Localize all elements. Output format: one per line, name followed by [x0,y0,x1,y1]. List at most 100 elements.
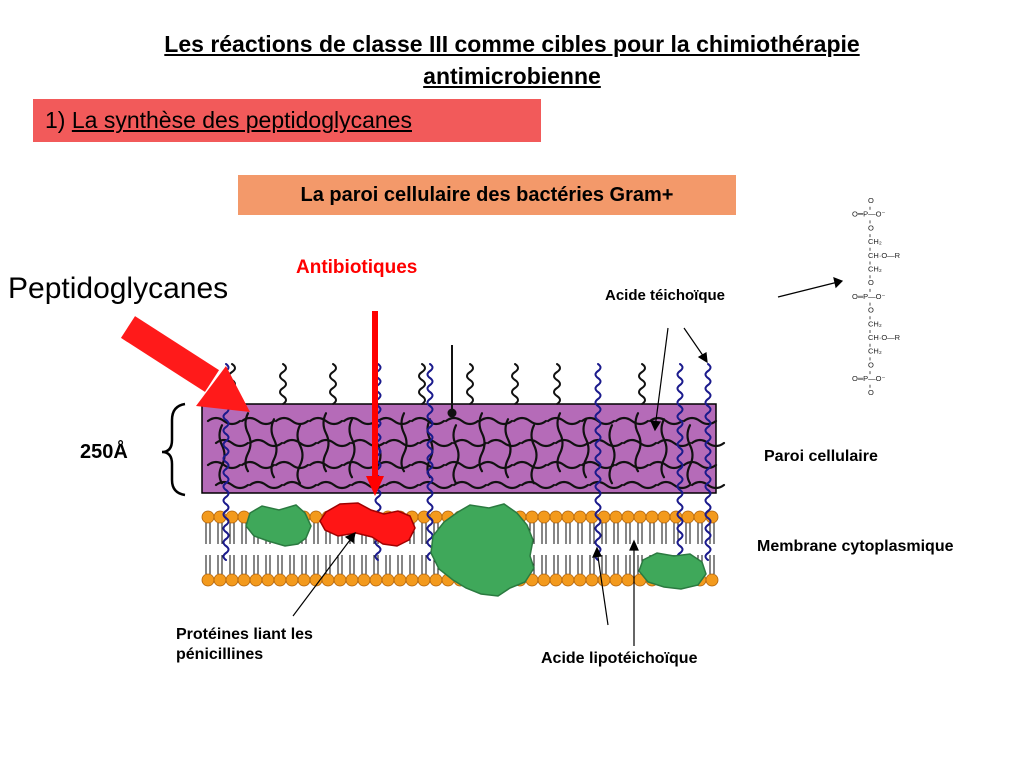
lipid-head [549,573,563,587]
lipid-head [597,573,611,587]
lipid-head [609,573,623,587]
lipid-head [537,510,551,524]
slide-title: Les réactions de classe III comme cibles… [60,28,964,92]
lipid-head [657,510,671,524]
membrane-label: Membrane cytoplasmique [757,538,954,555]
pbp-label: Protéines liant les pénicillines [176,625,313,665]
formula-ch2: CH₂ [868,347,882,356]
teichoic-strand [704,363,712,561]
title-line-1: Les réactions de classe III comme cibles… [164,31,860,57]
teichoic-acid-formula: OO═P—O⁻OCH₂CH·O—RCH₂OO═P—O⁻OCH₂CH·O—RCH₂… [852,196,901,397]
formula-o: O [868,196,874,205]
section-heading: 1) La synthèse des peptidoglycanes [33,99,541,142]
lipid-head [285,573,299,587]
lipid-head [621,510,635,524]
formula-ch2: CH₂ [868,265,882,274]
lipid-head [609,510,623,524]
peptidoglycan-crosslink [400,412,408,473]
peptidoglycan-arrow [120,316,250,412]
lipid-head [417,573,431,587]
lipid-head [381,573,395,587]
peptidoglycan-crosslink [504,418,512,479]
lipid-head [345,573,359,587]
formula-phosphate: O═P—O⁻ [852,210,885,219]
lipid-head [525,510,539,524]
lipid-head [681,510,695,524]
section-title: La synthèse des peptidoglycanes [71,107,412,133]
lipid-head [357,573,371,587]
formula-o: O [868,306,874,315]
glycan-chain [553,363,561,405]
peptidoglycan-mesh [206,412,726,490]
glycan-chain [279,363,287,405]
formula-ch2: CH₂ [868,237,882,246]
lipid-head [213,573,227,587]
pointer-lines [292,277,844,646]
lipid-head [237,573,251,587]
membrane-protein-1 [245,504,312,547]
thickness-label: 250Å [80,441,128,463]
teichoic-strand [676,363,684,561]
lipid-head [369,573,383,587]
lipid-head [573,510,587,524]
formula-choR: CH·O—R [868,251,901,260]
glycan-chain [638,363,646,405]
pbp-label-line-2: pénicillines [176,646,264,663]
lipid-head [693,510,707,524]
lipid-head [297,573,311,587]
glycan-chain [466,363,474,405]
teichoic-strand [594,363,602,561]
peptidoglycan-crosslink [582,418,590,479]
lipid-head [645,510,659,524]
teichoic-strand [426,363,434,561]
lipid-head [561,573,575,587]
thickness-brace [161,402,186,497]
lipid-head [429,573,443,587]
formula-o: O [868,360,874,369]
lipid-head [393,573,407,587]
peptidoglycan-crosslink [608,424,616,485]
lipid-head [621,573,635,587]
peptidoglycan-chain [214,480,726,490]
glycan-chain [329,363,337,405]
glycan-chain [418,363,426,405]
formula-phosphate: O═P—O⁻ [852,374,885,383]
peptidoglycan-crosslink [270,418,278,479]
peptidoglycan-crosslink [530,424,538,485]
lipid-head [405,573,419,587]
formula-o: O [868,278,874,287]
teichoic-anchor-dot [447,408,457,418]
section-number: 1) [45,107,66,133]
peptidoglycan-crosslink [556,412,564,473]
peptidoglycan-crosslink [660,418,668,479]
peptidoglycan-crosslink [452,424,460,485]
lipid-head [201,510,215,524]
formula-ch2: CH₂ [868,319,882,328]
peptidoglycan-crosslink [348,418,356,479]
membrane-protein-large [430,503,535,597]
antibiotic-arrow-head [366,476,384,496]
lipid-head [561,510,575,524]
formula-o: O [868,223,874,232]
pbp-label-line-1: Protéines liant les [176,626,313,643]
lipid-head [705,573,719,587]
peptidoglycan-crosslink [244,412,252,473]
lipid-head [573,573,587,587]
lipid-head [249,573,263,587]
lipid-head [261,573,275,587]
lipid-head [585,573,599,587]
peptidoglycan-crosslink [296,424,304,485]
formula-phosphate: O═P—O⁻ [852,292,885,301]
lipid-head [201,573,215,587]
cell-wall-label: Paroi cellulaire [764,448,878,465]
lipid-head [633,510,647,524]
peptidoglycan-crosslink [686,424,694,485]
peptidoglycan-crosslink [322,412,330,473]
lipid-head [273,573,287,587]
peptidoglycan-chain [214,438,726,448]
lipid-head [333,573,347,587]
glycan-chain [511,363,519,405]
lipid-head [549,510,563,524]
membrane-protein-3 [638,552,707,590]
